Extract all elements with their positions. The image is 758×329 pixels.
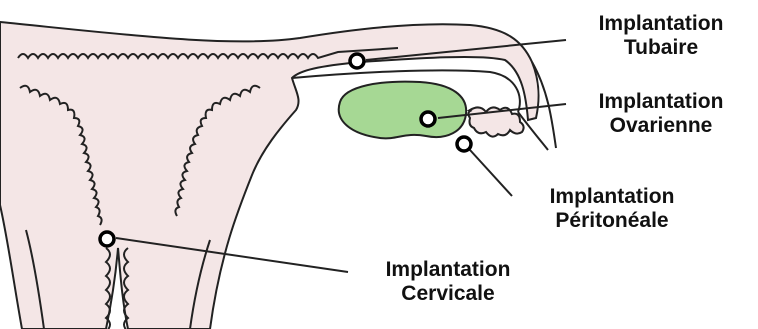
marker-tubaire [350, 54, 364, 68]
label-tubaire: Implantation Tubaire [566, 12, 756, 60]
leader-peritoneale [470, 150, 512, 196]
label-peritoneale-line2: Péritonéale [512, 209, 712, 233]
label-ovarienne-line1: Implantation [566, 90, 756, 114]
label-tubaire-line2: Tubaire [566, 36, 756, 60]
marker-peritoneale [457, 137, 471, 151]
marker-cervicale [100, 232, 114, 246]
label-cervicale-line1: Implantation [348, 258, 548, 282]
label-peritoneale: Implantation Péritonéale [512, 185, 712, 233]
label-ovarienne: Implantation Ovarienne [566, 90, 756, 138]
marker-ovarienne [421, 112, 435, 126]
ovary [339, 82, 466, 139]
label-ovarienne-line2: Ovarienne [566, 114, 756, 138]
label-cervicale-line2: Cervicale [348, 282, 548, 306]
label-peritoneale-line1: Implantation [512, 185, 712, 209]
label-cervicale: Implantation Cervicale [348, 258, 548, 306]
label-tubaire-line1: Implantation [566, 12, 756, 36]
